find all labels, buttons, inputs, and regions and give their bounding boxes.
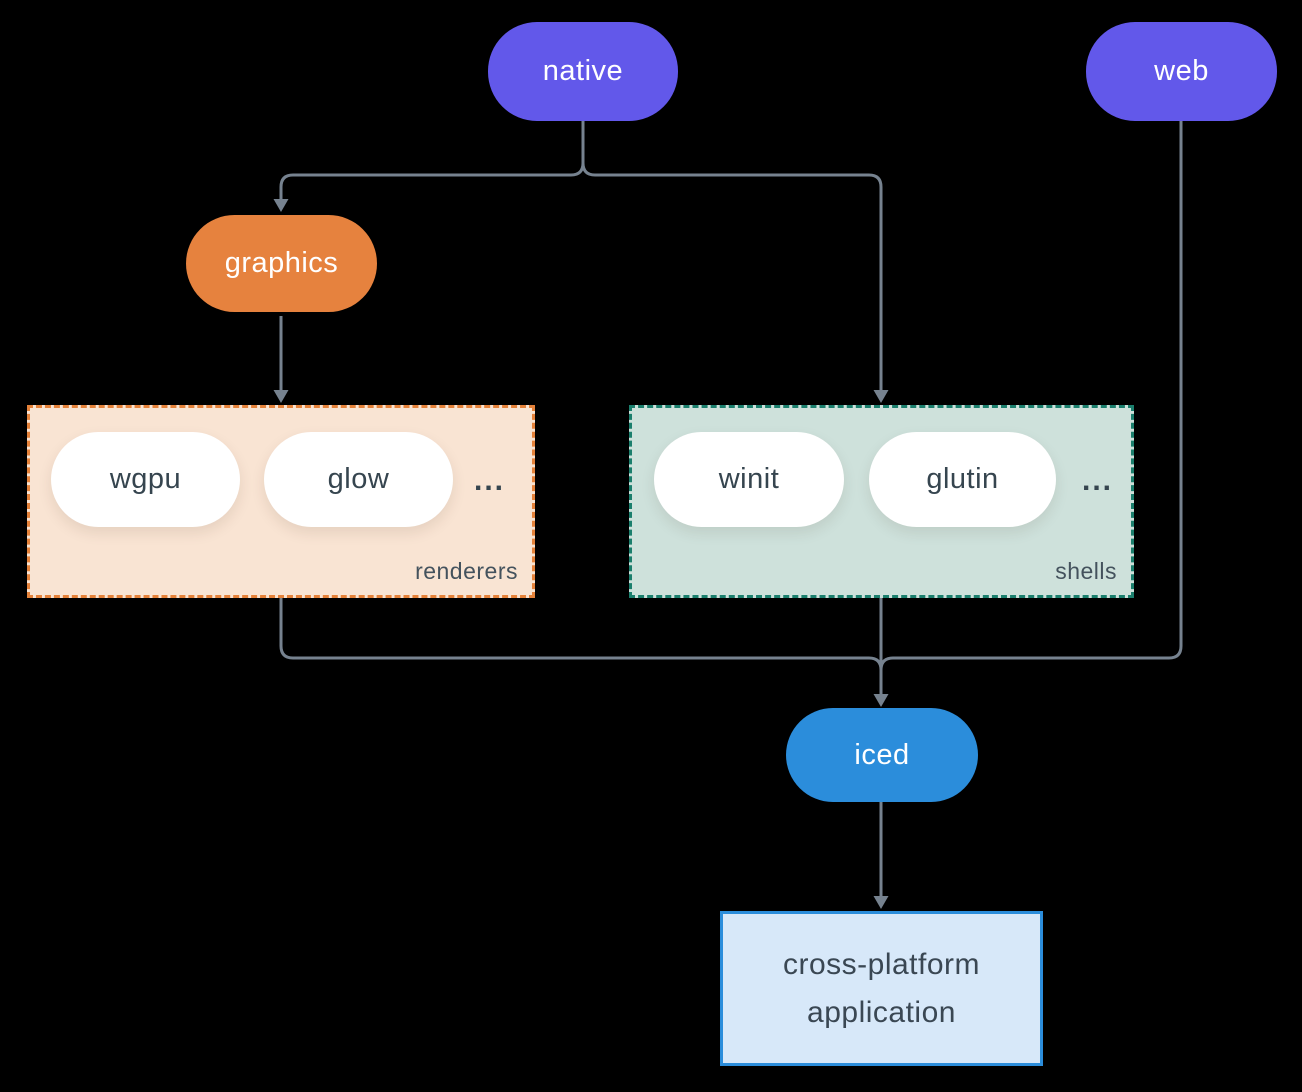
app-box: cross-platform application	[720, 911, 1043, 1066]
edge-native-graphics	[279, 121, 585, 200]
node-graphics: graphics	[186, 215, 377, 312]
node-web: web	[1086, 22, 1277, 121]
app-label-line1: cross-platform	[782, 947, 981, 981]
pill-wgpu: wgpu	[51, 432, 240, 527]
shells-label: shells	[1055, 558, 1117, 584]
group-shells: winit glutin ... shells	[629, 405, 1134, 598]
arrowhead-renderers	[273, 390, 289, 403]
pill-winit: winit	[654, 432, 844, 527]
pill-glow: glow	[264, 432, 453, 527]
app-label-line2: application	[807, 995, 956, 1029]
arrowhead-shells	[873, 390, 889, 403]
edge-native-shells	[581, 121, 883, 391]
arrowhead-app	[873, 896, 889, 909]
node-native: native	[488, 22, 678, 121]
pill-glutin: glutin	[869, 432, 1056, 527]
shells-ellipsis: ...	[1082, 464, 1114, 497]
arrowhead-iced	[873, 694, 889, 707]
group-renderers: wgpu glow ... renderers	[27, 405, 535, 598]
arrowhead-graphics	[273, 199, 289, 212]
renderers-ellipsis: ...	[474, 464, 506, 497]
renderers-label: renderers	[415, 558, 518, 584]
edge-renderers-iced	[279, 598, 883, 671]
node-iced: iced	[786, 708, 978, 802]
